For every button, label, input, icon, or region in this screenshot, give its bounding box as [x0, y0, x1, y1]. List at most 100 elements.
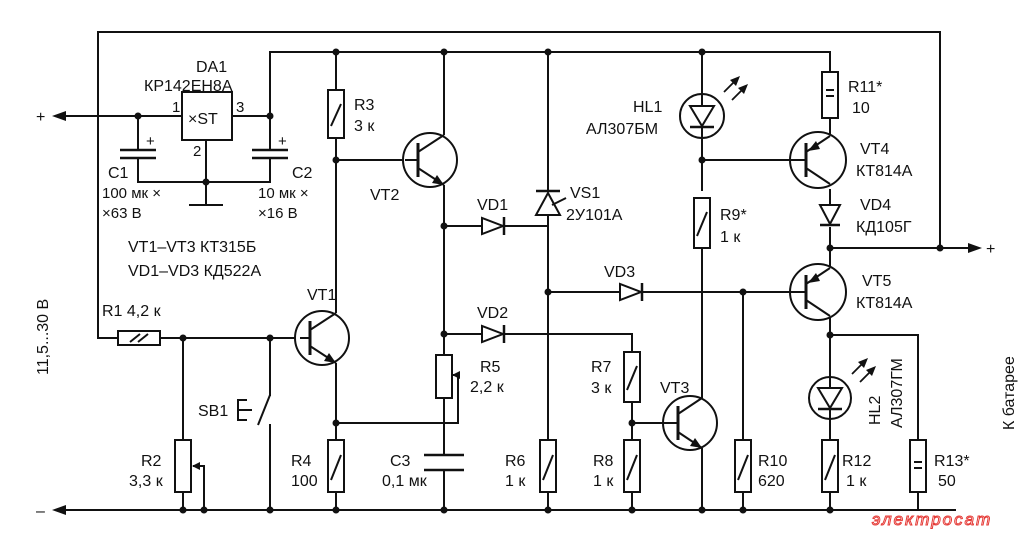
hl2-led: HL2 АЛ307ГМ — [808, 358, 906, 428]
r4-resistor: R4 100 — [291, 439, 345, 493]
vd4-type: КД105Г — [856, 219, 912, 236]
vt1-name: VT1 — [307, 287, 336, 304]
vs1-name: VS1 — [570, 185, 600, 202]
r4-name: R4 — [291, 453, 312, 470]
c1-polarity: + — [146, 133, 155, 150]
r7-resistor: R7 3 к — [591, 351, 641, 403]
r8-resistor: R8 1 к — [593, 439, 641, 493]
r3-resistor: R3 3 к — [327, 89, 375, 139]
c2-capacitor: + C2 10 мк × ×16 В — [252, 133, 313, 222]
vt3-transistor: VT3 — [660, 380, 718, 460]
vt2-name: VT2 — [370, 187, 399, 204]
watermark-label: электросат — [872, 510, 992, 529]
wires — [61, 31, 976, 511]
c3-capacitor: C3 0,1 мк — [382, 453, 464, 490]
r8-value: 1 к — [593, 473, 614, 490]
r10-name: R10 — [758, 453, 787, 470]
da1-pin2: 2 — [193, 143, 201, 160]
r2-value: 3,3 к — [129, 473, 164, 490]
r2-name: R2 — [141, 453, 162, 470]
input-minus-label: – — [36, 503, 45, 520]
vt5-type: КТ814А — [856, 295, 913, 312]
r9-value: 1 к — [720, 229, 741, 246]
r5-name: R5 — [480, 359, 501, 376]
r5-resistor: R5 2,2 к — [435, 354, 505, 399]
da1-body-label: ×ST — [188, 111, 218, 128]
c2-value2: ×16 В — [258, 205, 298, 222]
r10-value: 620 — [758, 473, 785, 490]
vt4-name: VT4 — [860, 141, 889, 158]
c3-name: C3 — [390, 453, 411, 470]
r10-resistor: R10 620 — [734, 439, 787, 493]
vt3-name: VT3 — [660, 380, 689, 397]
vt4-type: КТ814А — [856, 163, 913, 180]
r7-value: 3 к — [591, 380, 612, 397]
c2-value1: 10 мк × — [258, 185, 309, 202]
vd1-diode: VD1 — [477, 197, 508, 236]
input-arrow-icon — [52, 111, 66, 121]
r5-value: 2,2 к — [470, 379, 505, 396]
r12-resistor: R12 1 к — [821, 439, 871, 493]
output-arrow-icon — [968, 243, 982, 253]
hl1-type: АЛ307БМ — [586, 121, 658, 138]
input-plus-label: + — [36, 109, 45, 126]
r2-resistor: R2 3,3 к — [129, 439, 200, 493]
r4-value: 100 — [291, 473, 318, 490]
note-diodes: VD1–VD3 КД522А — [128, 263, 261, 280]
c2-polarity: + — [278, 133, 287, 150]
vt1-transistor: VT1 — [294, 287, 350, 366]
r13-resistor: R13* 50 — [909, 439, 970, 493]
note-transistors: VT1–VT3 КТ315Б — [128, 239, 256, 256]
c2-name: C2 — [292, 165, 313, 182]
r9-name: R9* — [720, 207, 747, 224]
vd2-diode: VD2 — [477, 305, 508, 344]
da1-name: DA1 — [196, 59, 227, 76]
vd4-name: VD4 — [860, 197, 891, 214]
da1-pin3: 3 — [236, 99, 244, 116]
vt5-name: VT5 — [862, 273, 891, 290]
r6-value: 1 к — [505, 473, 526, 490]
da1-type: КР142ЕН8А — [144, 78, 233, 95]
r9-resistor: R9* 1 к — [693, 197, 747, 249]
ground-arrow-icon — [52, 505, 66, 515]
c3-value: 0,1 мк — [382, 473, 428, 490]
r3-value: 3 к — [354, 118, 375, 135]
hl1-name: HL1 — [633, 99, 662, 116]
vd3-diode: VD3 — [604, 264, 644, 302]
vs1-thyristor: VS1 2У101А — [534, 185, 623, 226]
vd4-diode: VD4 КД105Г — [818, 197, 912, 236]
r6-name: R6 — [505, 453, 526, 470]
output-plus-label: + — [986, 241, 995, 258]
da1-pin1: 1 — [172, 99, 180, 116]
r7-name: R7 — [591, 359, 612, 376]
vt4-transistor: VT4 КТ814А — [789, 131, 913, 189]
sb1-name: SB1 — [198, 403, 228, 420]
vd2-name: VD2 — [477, 305, 508, 322]
sb1-switch: SB1 — [198, 394, 271, 426]
vd3-name: VD3 — [604, 264, 635, 281]
r12-name: R12 — [842, 453, 871, 470]
c1-value1: 100 мк × — [102, 185, 161, 202]
junctions — [134, 48, 944, 514]
vs1-type: 2У101А — [566, 207, 623, 224]
c1-value2: ×63 В — [102, 205, 142, 222]
c1-capacitor: + C1 100 мк × ×63 В — [102, 133, 161, 222]
r8-name: R8 — [593, 453, 614, 470]
r11-name: R11* — [848, 79, 882, 96]
da1-regulator: ×ST DA1 КР142ЕН8А 1 3 2 — [144, 59, 244, 160]
r11-value: 10 — [852, 100, 870, 117]
r12-value: 1 к — [846, 473, 867, 490]
r1-label: R1 4,2 к — [102, 303, 162, 320]
c1-name: C1 — [108, 165, 129, 182]
r11-resistor: R11* 10 — [821, 71, 882, 119]
battery-label: К батарее — [1001, 356, 1018, 430]
hl2-name: HL2 — [867, 396, 884, 425]
r13-name: R13* — [934, 453, 970, 470]
r3-name: R3 — [354, 97, 375, 114]
vd1-name: VD1 — [477, 197, 508, 214]
supply-range-label: 11,5...30 В — [35, 299, 52, 375]
vt5-transistor: VT5 КТ814А — [789, 263, 913, 321]
r1-resistor: R1 4,2 к — [102, 303, 162, 346]
hl2-type: АЛ307ГМ — [889, 358, 906, 428]
